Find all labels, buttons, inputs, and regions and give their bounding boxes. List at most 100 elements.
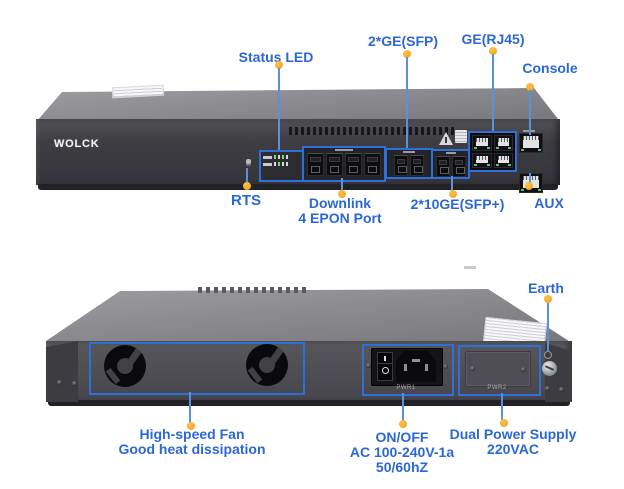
console-port xyxy=(519,133,543,153)
callout-dot xyxy=(403,50,411,58)
callout-dot xyxy=(338,190,346,198)
rear-vent-slots xyxy=(198,287,310,293)
screw xyxy=(443,364,448,369)
sfp-cage xyxy=(364,153,381,176)
status-led-box xyxy=(259,150,304,182)
callout-ge-rj45: GE(RJ45) xyxy=(461,31,525,47)
callout-power-line1: ON/OFF xyxy=(375,429,429,445)
sfp-cage xyxy=(394,155,408,176)
sfp-cage xyxy=(451,156,466,177)
pwr2-box xyxy=(458,345,541,396)
top-mark xyxy=(464,266,476,269)
pwr1-box xyxy=(362,344,454,396)
screw xyxy=(366,363,371,368)
pwr2-blank-plate xyxy=(465,351,531,387)
callout-line xyxy=(451,176,453,191)
callout-dot xyxy=(275,61,283,69)
callout-dot xyxy=(489,47,497,55)
port-marking xyxy=(445,152,456,154)
pwr1-marking: PWR1 xyxy=(396,385,416,391)
ac-pin xyxy=(412,359,420,362)
callout-fan: High-speed Fan Good heat dissipation xyxy=(92,427,292,457)
callout-line xyxy=(547,303,549,352)
fan xyxy=(104,345,146,387)
rj45-port xyxy=(493,135,513,151)
port-marking xyxy=(403,151,415,153)
callout-downlink-line1: Downlink xyxy=(308,195,372,211)
callout-line xyxy=(529,173,531,183)
front-bottom-edge xyxy=(38,184,558,190)
ac-pin xyxy=(404,364,407,371)
sfp-cage xyxy=(410,155,424,176)
sfp-cage xyxy=(345,153,362,176)
callout-downlink-line2: 4 EPON Port xyxy=(298,210,382,226)
earth-screw xyxy=(542,361,557,376)
power-switch xyxy=(377,352,393,381)
sfp-cage xyxy=(326,153,343,176)
callout-line xyxy=(492,54,494,131)
callout-line xyxy=(341,178,343,191)
callout-dot xyxy=(526,83,534,91)
callout-line xyxy=(189,392,191,423)
callout-dot xyxy=(525,182,533,190)
screw xyxy=(559,387,564,392)
front-view: WOLCK xyxy=(36,31,578,226)
pon-marking xyxy=(335,149,353,151)
callout-rts: RTS xyxy=(231,192,261,209)
callout-sfp-plus: 2*10GE(SFP+) xyxy=(410,196,505,212)
callout-dot xyxy=(187,422,195,430)
brand-logo: WOLCK xyxy=(54,138,100,150)
fan-box xyxy=(89,342,305,395)
rj45-port xyxy=(472,152,492,168)
epon-sfp-cages xyxy=(304,153,384,176)
callout-dot xyxy=(544,295,552,303)
callout-ge-sfp: 2*GE(SFP) xyxy=(367,33,438,49)
sfp-plus-box xyxy=(431,149,470,179)
fan xyxy=(246,344,288,386)
ac-pin xyxy=(425,364,428,371)
callout-fan-line2: Good heat dissipation xyxy=(118,441,266,457)
sfp-plus-cages xyxy=(433,156,468,177)
led-row xyxy=(263,155,302,159)
rear-bottom-edge xyxy=(48,400,570,406)
callout-dot xyxy=(243,182,251,190)
callout-dot xyxy=(449,190,457,198)
left-rack-ear xyxy=(46,341,78,402)
screw xyxy=(545,386,550,391)
callout-line xyxy=(278,68,280,150)
callout-dot xyxy=(500,419,508,427)
callout-line xyxy=(406,57,408,148)
callout-dual-line1: Dual Power Supply xyxy=(449,426,577,442)
front-vent-slots xyxy=(289,127,457,135)
led-row xyxy=(263,162,302,166)
screw xyxy=(72,381,77,386)
warning-exclamation-icon xyxy=(445,137,447,143)
callout-line xyxy=(402,393,404,421)
ge-rj45-box xyxy=(468,131,517,172)
callout-dual-line2: 220VAC xyxy=(487,441,539,457)
screw xyxy=(470,366,475,371)
callout-power-line3: 50/60hZ xyxy=(375,459,429,475)
epon-ports-box xyxy=(302,146,386,182)
ge-sfp-cages xyxy=(387,155,431,176)
ge-sfp-box xyxy=(385,148,433,179)
callout-console: Console xyxy=(522,60,578,76)
rear-view: PWR1 PWR2 Earth High-speed Fan Good heat… xyxy=(0,245,624,489)
screw xyxy=(521,367,526,372)
pwr2-marking: PWR2 xyxy=(487,385,507,391)
callout-line xyxy=(246,168,248,183)
callout-dual-power: Dual Power Supply 220VAC xyxy=(438,427,588,457)
callout-line xyxy=(529,90,531,135)
callout-dot xyxy=(399,420,407,428)
callout-earth: Earth xyxy=(528,280,564,296)
rj45-port xyxy=(472,135,492,151)
callout-power-line2: AC 100-240V-1a xyxy=(349,444,455,460)
rj45-port xyxy=(493,152,513,168)
ac-inlet xyxy=(396,351,436,382)
callout-fan-line1: High-speed Fan xyxy=(139,426,245,442)
callout-line xyxy=(501,393,503,420)
callout-status-led: Status LED xyxy=(238,49,314,65)
screw xyxy=(57,380,62,385)
rts-reset-hole xyxy=(246,159,251,166)
